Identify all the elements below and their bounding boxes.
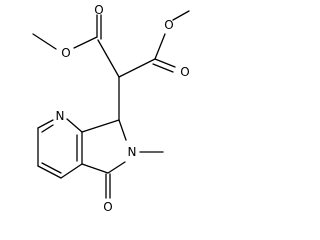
bond-right-carbonyl-c-ether-o <box>154 33 166 60</box>
bond-c5-c4a <box>81 163 109 174</box>
atom-label-o-ester-right-carbonyl: O <box>180 65 189 79</box>
atom-label-o-ester-left-carbonyl: O <box>94 3 103 17</box>
bond-left-ether-o-carbonyl-c <box>73 36 98 49</box>
atom-label-n-pyridine: N <box>56 109 65 123</box>
atom-label-o-ester-right-ether: O <box>164 18 173 32</box>
atom-label-n-lactam: N <box>128 145 137 159</box>
bond-n-pyridine-c2-inner <box>41 124 54 133</box>
bond-c7a-n-pyridine <box>66 118 83 133</box>
atom-label-o-ester-left-ether: O <box>61 46 70 60</box>
bond-right-carbonyl-double-2 <box>152 63 174 73</box>
bond-left-methyl-o <box>32 33 57 50</box>
bond-left-carbonyl-c-ch <box>97 39 120 78</box>
bonds <box>32 10 190 199</box>
bond-n-lactam-c5 <box>107 161 126 174</box>
bond-right-ether-o-methyl <box>172 10 190 21</box>
bond-c7-c7a <box>81 119 120 133</box>
bond-n-pyridine-c2 <box>37 119 54 129</box>
atom-labels: O O O O N N O <box>56 3 190 214</box>
bond-c7-n-lactam <box>118 119 127 141</box>
atom-label-o-lactam: O <box>103 200 112 214</box>
structure-diagram: O O O O N N O <box>32 3 190 214</box>
bond-c3-c4 <box>37 165 62 179</box>
bond-c3-c4-inner <box>41 162 62 174</box>
bond-right-carbonyl-double-1 <box>154 58 176 68</box>
bond-c4-c4a <box>60 163 83 179</box>
bond-ch-right-carbonyl-c <box>118 58 156 78</box>
